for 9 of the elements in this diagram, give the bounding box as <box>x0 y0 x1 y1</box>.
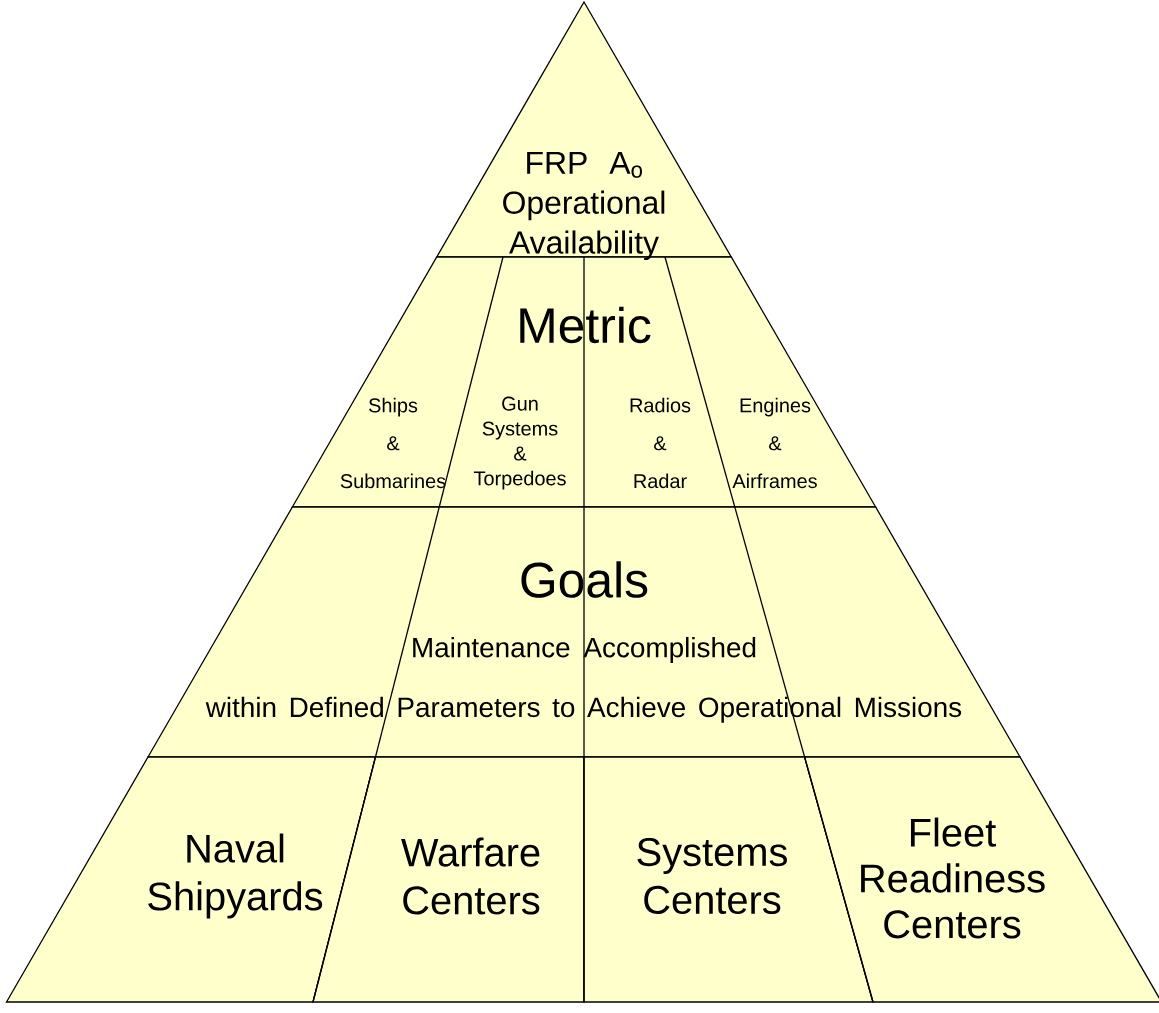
category-label: Gun Systems & Torpedoes <box>473 396 566 490</box>
category-label: Engines & Airframes <box>732 397 817 489</box>
band-text: Naval Shipyards <box>148 833 323 919</box>
band-text: FRP A$_{o}$ Operational Availability <box>503 151 665 261</box>
band-text: Systems Centers <box>637 838 787 914</box>
band-text: Warfare Centers <box>401 837 540 915</box>
band-text: Fleet Readiness Centers <box>861 817 1045 939</box>
category-label: Ships & Submarines <box>340 397 446 489</box>
category-label: Radios & Radar <box>630 397 691 489</box>
